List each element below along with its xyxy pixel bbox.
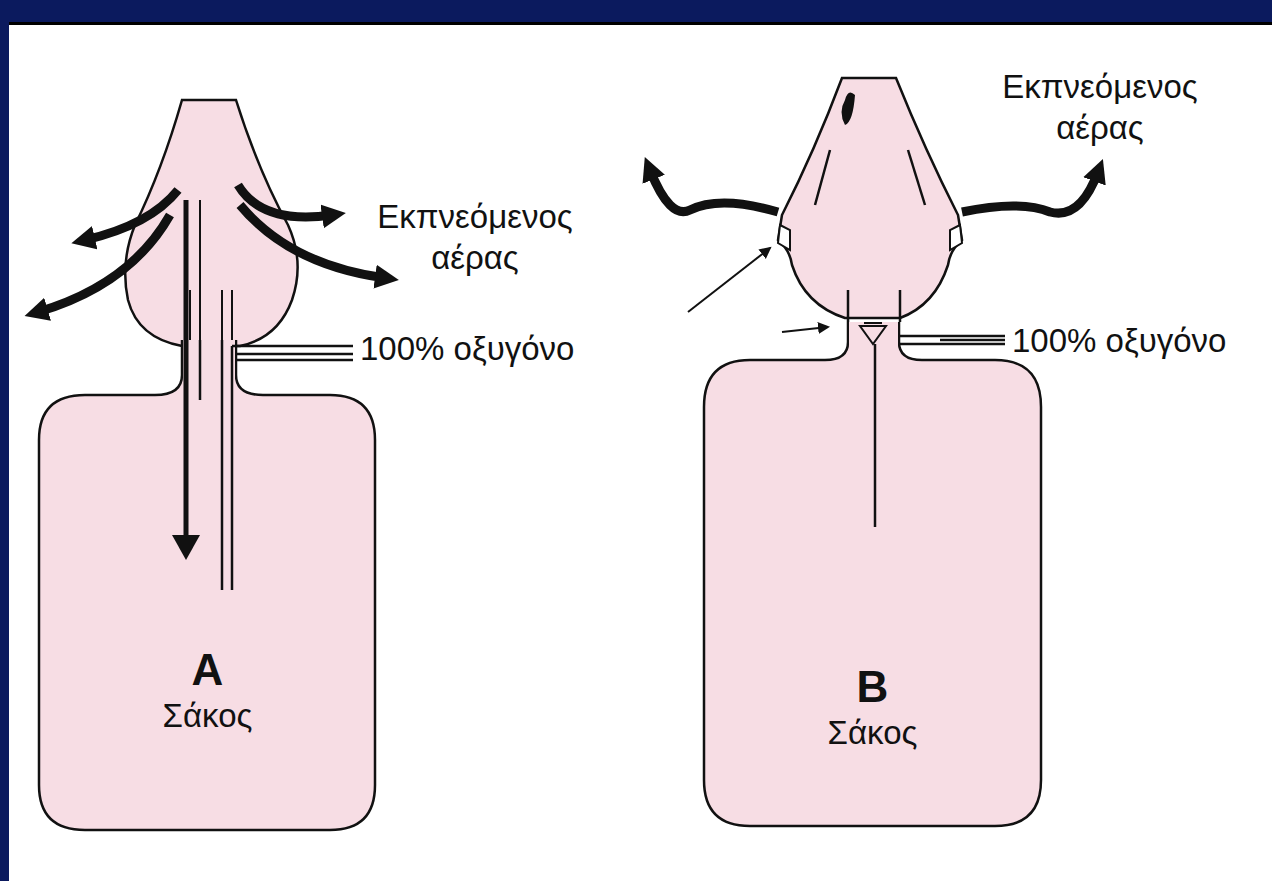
exhaled-air-label: Εκπνεόμενος αέρας: [350, 196, 600, 279]
reservoir-bag: AΣάκος: [35, 340, 380, 835]
top-band: [0, 0, 1272, 22]
reservoir-bag: BΣάκος: [700, 322, 1045, 830]
bag-text-group: BΣάκος: [700, 662, 1045, 752]
bag-text-group: AΣάκος: [35, 645, 380, 735]
bag-shape: [35, 340, 380, 835]
mask-b: [650, 78, 1098, 332]
mask-a: [38, 100, 385, 346]
bag-letter: B: [700, 662, 1045, 713]
bag-label: Σάκος: [700, 713, 1045, 753]
bag-shape: [700, 322, 1045, 830]
left-band: [0, 0, 9, 881]
oxygen-label: 100% οξυγόνο: [1012, 320, 1226, 361]
oxygen-label: 100% οξυγόνο: [360, 328, 574, 369]
bag-label: Σάκος: [35, 696, 380, 736]
top-rule: [0, 22, 1272, 25]
exhaled-air-label: Εκπνεόμενος αέρας: [975, 66, 1225, 149]
bag-letter: A: [35, 645, 380, 696]
